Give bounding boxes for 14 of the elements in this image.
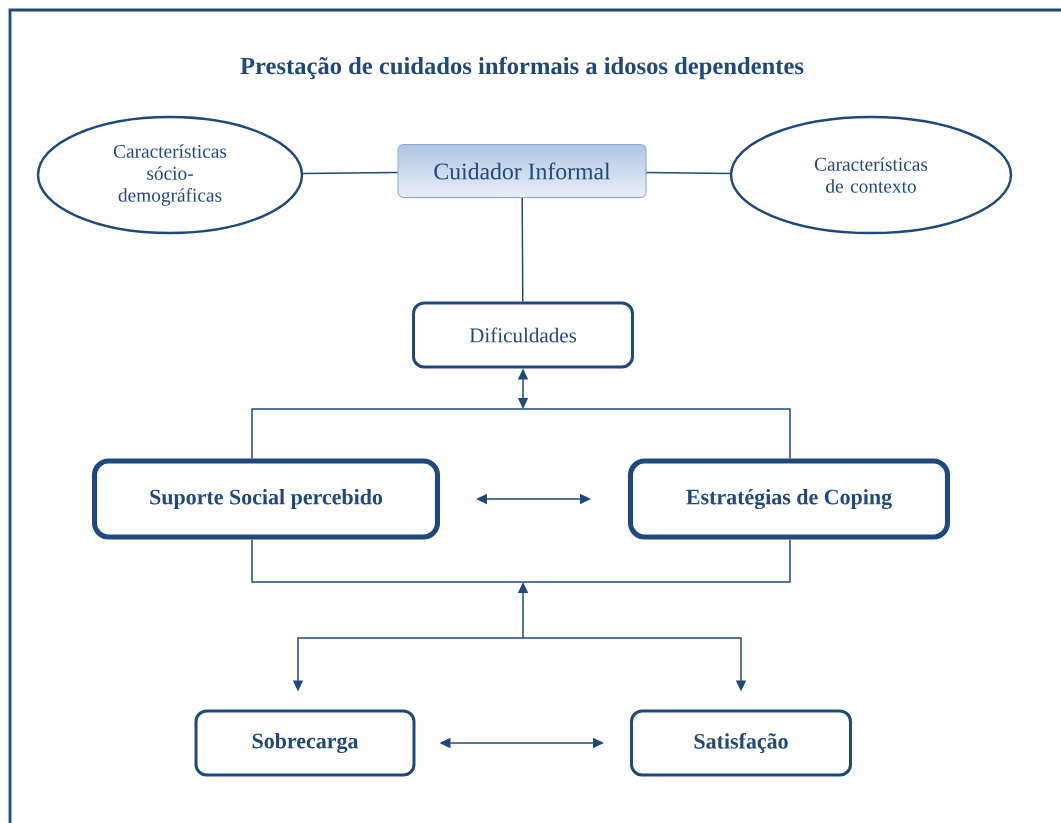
connector <box>302 171 399 175</box>
process-box: Satisfação <box>630 709 852 777</box>
factor-box: Suporte Social percebido <box>92 458 441 540</box>
process-box: Dificuldades <box>412 301 634 369</box>
title: Prestação de cuidados informais a idosos dependentes <box>240 56 804 80</box>
factor-box: Estratégias de Coping <box>628 458 951 540</box>
process-box: Sobrecarga <box>194 709 416 777</box>
connector <box>645 171 731 175</box>
ellipse-node: Características sócio-demográficas <box>36 115 304 235</box>
person-box: Cuidador Informal <box>397 144 647 199</box>
connector <box>251 538 791 583</box>
ellipse-node: Características de contexto <box>729 115 1013 235</box>
connector <box>251 408 791 460</box>
connector <box>521 197 524 303</box>
